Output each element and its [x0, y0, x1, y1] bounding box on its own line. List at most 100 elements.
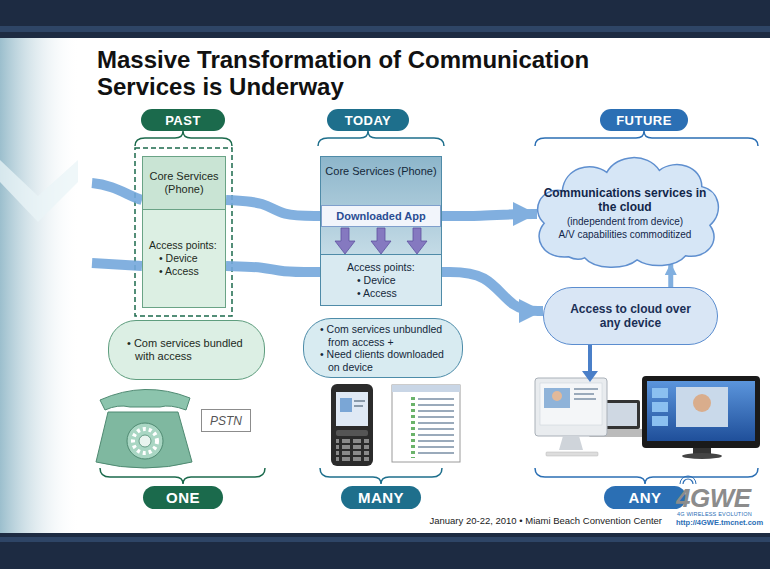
- past-bracket: [135, 131, 232, 146]
- column-header: TODAY: [327, 109, 409, 131]
- top-band: [0, 0, 770, 38]
- cloud-shape: Communications services in the cloud(ind…: [528, 150, 722, 270]
- phone-case: [331, 384, 373, 466]
- phone-nav: [336, 430, 368, 436]
- tv-icon: [652, 388, 668, 398]
- service-box: Core Services (Phone) Downloaded App: [320, 156, 442, 255]
- chat-line: [574, 398, 596, 400]
- download-arrow: [335, 228, 355, 254]
- video-window: [544, 388, 570, 408]
- tv-video: [676, 387, 728, 427]
- node-text: A/V capabilities commoditized: [542, 228, 708, 241]
- phone-screen: [336, 392, 368, 426]
- flow-arrow: [668, 263, 673, 287]
- device-arrow-head: [582, 371, 598, 382]
- future-bracket: [535, 131, 758, 146]
- phone-handset: [100, 389, 190, 410]
- node-text: Downloaded App: [322, 210, 440, 223]
- monitor-stand: [559, 436, 583, 450]
- tv-base: [682, 453, 722, 459]
- node-text: • Need clients downloaded on device: [320, 348, 452, 373]
- scale-pill: ONE: [143, 486, 223, 509]
- screen-avatar: [340, 398, 352, 412]
- download-arrow: [371, 228, 391, 254]
- node-text: (independent from device): [542, 215, 708, 228]
- flow-arrow: [226, 266, 320, 272]
- one-bracket: [100, 468, 265, 484]
- app-band: Downloaded App: [321, 205, 441, 227]
- client-window: [392, 385, 460, 462]
- bottom-band: [0, 533, 770, 569]
- node-text: Communications services in the cloud: [542, 186, 708, 214]
- chat-line: [574, 388, 598, 390]
- tv-frame: [642, 376, 760, 448]
- dial-center: [139, 435, 151, 447]
- node-text: TODAY: [327, 113, 409, 128]
- flow-arrow: [226, 200, 321, 216]
- network-tag: PSTN: [201, 409, 251, 432]
- flow-arrow: [442, 272, 543, 311]
- node-text: • Device: [149, 252, 225, 265]
- phone-body: [96, 412, 192, 468]
- flow-arrow: [441, 214, 537, 216]
- event-footer: January 20-22, 2010 • Miami Beach Conven…: [380, 515, 662, 526]
- scale-pill: MANY: [341, 486, 421, 509]
- service-box: Core Services (Phone): [142, 156, 226, 210]
- bottom-stripe: [0, 537, 770, 542]
- tv-face: [693, 394, 711, 412]
- logo-text: http://4GWE.tmcnet.com: [676, 518, 766, 527]
- many-bracket: [320, 468, 442, 484]
- column-header: PAST: [141, 109, 225, 131]
- monitor-frame: [535, 378, 607, 436]
- window-frame: [392, 385, 460, 462]
- device-arrow: [588, 345, 592, 373]
- screen-line: [354, 400, 365, 402]
- logo-antenna: [680, 476, 696, 484]
- note-bubble: • Com services unbundled from access +• …: [303, 318, 463, 378]
- node-text: PAST: [141, 113, 225, 128]
- monitor-screen: [540, 383, 602, 425]
- tv-screen: [647, 381, 755, 441]
- flow-line-start: [92, 183, 142, 200]
- scale-pill: ANY: [604, 486, 686, 509]
- node-text: Access to cloud over any device: [566, 302, 695, 330]
- column-header: FUTURE: [600, 109, 688, 131]
- node-text: • Device: [347, 274, 441, 287]
- flow-line-start: [92, 263, 142, 266]
- phone-keypad: [336, 439, 369, 463]
- devices: [535, 376, 760, 459]
- logo-text: 4GWE: [676, 483, 762, 514]
- window-list: [392, 394, 460, 458]
- node-text: ONE: [143, 489, 223, 506]
- node-text: • Com services bundled with access: [127, 337, 250, 363]
- access-bubble: Access to cloud over any device: [543, 287, 718, 345]
- node-text: Access points:: [347, 261, 441, 274]
- phone-dial: [127, 423, 163, 459]
- note-bubble: • Com services bundled with access: [108, 320, 265, 380]
- keyboard: [546, 452, 598, 456]
- left-chevron: [0, 160, 78, 222]
- chat-line: [574, 393, 594, 395]
- laptop-screen: [603, 403, 637, 426]
- node-text: ANY: [604, 489, 686, 506]
- node-text: PSTN: [202, 414, 250, 428]
- tv-icon: [652, 402, 668, 412]
- top-stripe: [0, 26, 770, 32]
- download-arrow: [407, 228, 427, 254]
- dashed-frame: [135, 148, 232, 316]
- slide-title: Massive Transformation of Communication …: [97, 46, 657, 100]
- dial-holes: [133, 429, 157, 453]
- left-panel: [0, 38, 80, 533]
- node-text: Core Services (Phone): [147, 170, 221, 196]
- node-text: MANY: [341, 489, 421, 506]
- node-text: • Access: [347, 287, 441, 300]
- window-titlebar: [392, 385, 460, 392]
- access-box: Access points:• Device• Access: [320, 255, 442, 306]
- screen-line: [354, 405, 363, 407]
- logo-text: 4G WIRELESS EVOLUTION: [677, 511, 763, 517]
- video-face: [552, 391, 562, 401]
- access-box: Access points:• Device• Access: [142, 210, 226, 308]
- node-text: Core Services (Phone): [325, 165, 437, 178]
- today-bracket: [318, 131, 444, 146]
- node-text: Access points:: [149, 239, 225, 252]
